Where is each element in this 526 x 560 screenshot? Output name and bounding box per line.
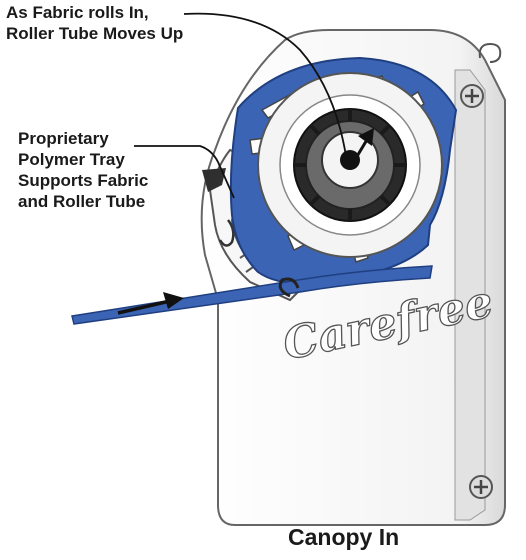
leader-line-top (134, 12, 347, 199)
tray-callout: Proprietary Polymer Tray Supports Fabric… (18, 128, 148, 212)
roller-up-arrow-icon (348, 128, 374, 169)
tray-callout-line3: Supports Fabric (18, 171, 149, 190)
roller-callout: As Fabric rolls In, Roller Tube Moves Up (6, 2, 183, 44)
roller-callout-line1: As Fabric rolls In, (6, 3, 149, 22)
diagram-caption: Canopy In (288, 524, 400, 550)
roller-callout-line2: Roller Tube Moves Up (6, 24, 184, 43)
fabric-strip (71, 265, 433, 325)
direction-arrow-icon (117, 292, 184, 315)
screw-bottom-icon (469, 475, 493, 499)
tray-callout-line1: Proprietary (18, 129, 109, 148)
tray-callout-line4: and Roller Tube (18, 192, 146, 211)
roller-tube (293, 108, 407, 222)
tray-callout-line2: Polymer Tray (18, 150, 125, 169)
screw-top-icon (460, 84, 484, 108)
